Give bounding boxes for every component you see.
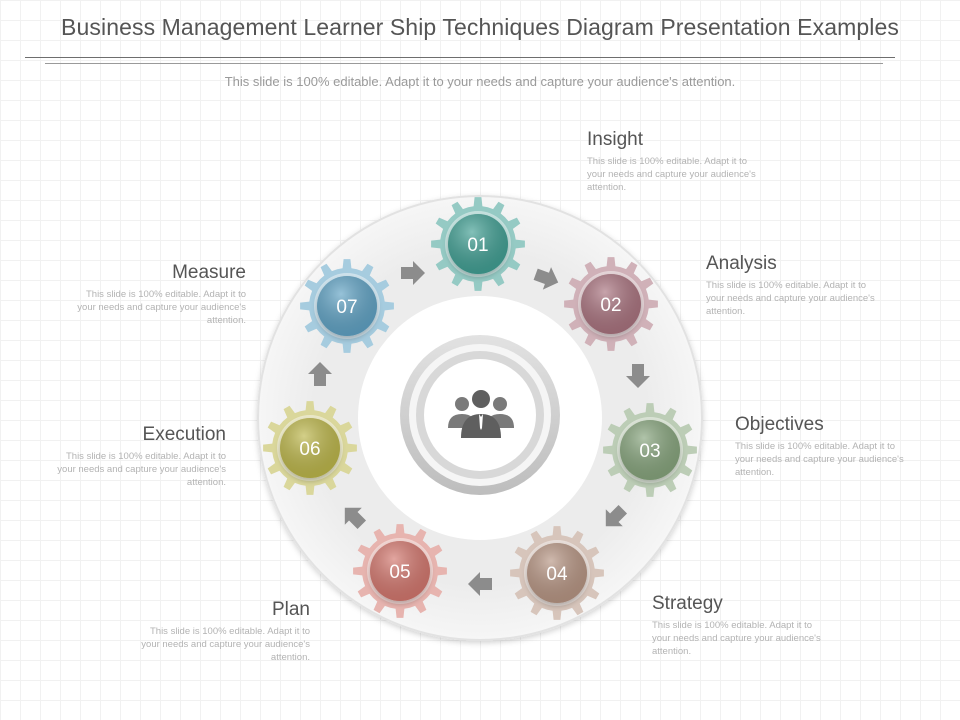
step-number: 05 [389,562,410,583]
step-gear-03: 03 [603,403,697,497]
step-description: This slide is 100% editable. Adapt it to… [77,289,246,326]
step-heading: Measure [172,262,246,283]
step-badge-shine [581,274,641,334]
step-gear-01: 01 [431,197,525,291]
flow-arrow-icon [533,267,559,290]
step-description: This slide is 100% editable. Adapt it to… [141,626,310,663]
step-heading: Analysis [706,253,777,274]
step-heading: Execution [142,424,226,445]
page-title: Business Management Learner Ship Techniq… [61,14,899,40]
step-description: This slide is 100% editable. Adapt it to… [706,280,875,317]
flow-arrow-icon [401,261,425,285]
step-number: 04 [546,564,568,585]
step-number: 01 [467,235,488,256]
step-gear-05: 05 [353,524,447,618]
step-number: 07 [336,297,357,318]
step-badge-shine [620,420,680,480]
step-gear-06: 06 [263,401,357,495]
step-heading: Plan [271,599,310,620]
step-description: This slide is 100% editable. Adapt it to… [735,441,904,478]
flow-arrow-icon [626,364,650,388]
flow-arrow-icon [344,507,367,530]
step-description: This slide is 100% editable. Adapt it to… [652,620,821,657]
flow-arrow-icon [468,572,492,596]
title-divider-secondary [45,63,883,64]
flow-arrow-icon [308,362,332,386]
people-group-icon [448,390,514,438]
step-number: 06 [299,439,320,460]
step-badge-shine [370,541,430,601]
title-divider [25,57,895,58]
step-gear-04: 04 [510,526,604,620]
step-number: 02 [600,295,621,316]
step-gear-07: 07 [300,259,394,353]
step-badge-shine [317,276,377,336]
step-heading: Objectives [735,414,824,435]
step-badge-shine [527,543,587,603]
step-description: This slide is 100% editable. Adapt it to… [57,451,226,488]
step-description: This slide is 100% editable. Adapt it to… [587,156,756,193]
step-badge-shine [280,418,340,478]
step-number: 03 [639,441,660,462]
flow-arrow-icon [605,504,628,527]
step-badge-shine [448,214,508,274]
step-heading: Insight [587,129,643,150]
step-heading: Strategy [652,593,723,614]
step-gear-02: 02 [564,257,658,351]
page-subtitle: This slide is 100% editable. Adapt it to… [224,74,736,89]
